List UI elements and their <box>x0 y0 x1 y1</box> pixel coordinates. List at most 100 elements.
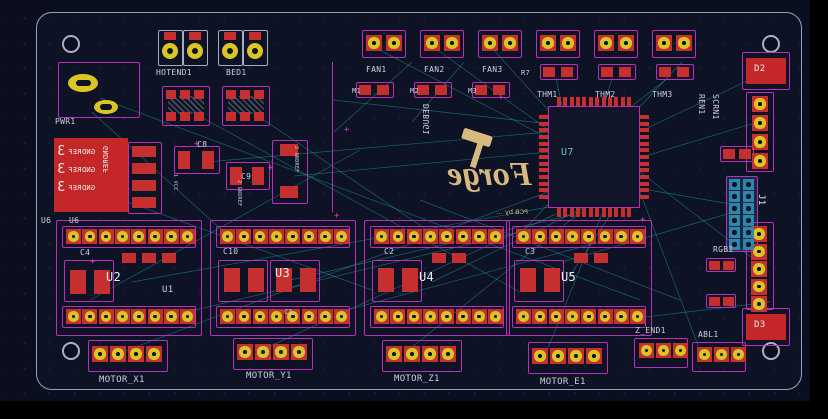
driver-module-z[interactable] <box>364 220 510 336</box>
terminal-pad[interactable] <box>187 43 203 59</box>
through-hole-pad[interactable] <box>471 309 487 324</box>
back-layer-pad[interactable] <box>729 203 740 214</box>
through-hole-pad[interactable] <box>424 35 440 51</box>
smd-pad[interactable] <box>432 253 446 263</box>
back-layer-pad[interactable] <box>743 203 754 214</box>
through-hole-pad[interactable] <box>673 343 688 358</box>
bulk-cap[interactable] <box>272 140 308 204</box>
through-hole-pad[interactable] <box>597 229 613 244</box>
through-hole-pad[interactable] <box>564 229 580 244</box>
smd-pad[interactable] <box>561 67 573 77</box>
smd-pad[interactable] <box>142 253 156 263</box>
silk-label-u5[interactable]: U5 <box>561 270 577 284</box>
header-row[interactable] <box>216 306 350 328</box>
through-hole-pad[interactable] <box>131 309 147 324</box>
through-hole-pad[interactable] <box>114 309 130 324</box>
through-hole-pad[interactable] <box>613 229 629 244</box>
silk-label-gndref[interactable]: GNDREF <box>102 146 110 174</box>
through-hole-pad[interactable] <box>540 35 556 51</box>
through-hole-pad[interactable] <box>752 115 768 131</box>
through-hole-pad[interactable] <box>406 309 422 324</box>
silk-label-gndref[interactable]: GNDREF <box>68 166 96 174</box>
header-row[interactable] <box>216 226 350 248</box>
silk-label-ren1[interactable]: REN1 <box>697 94 706 115</box>
driver-module-x[interactable] <box>56 220 202 336</box>
through-hole-pad[interactable] <box>751 226 767 242</box>
through-hole-pad[interactable] <box>180 229 196 244</box>
through-hole-pad[interactable] <box>147 229 163 244</box>
thm2-smd[interactable] <box>598 64 636 80</box>
back-layer-pad[interactable] <box>729 179 740 190</box>
through-hole-pad[interactable] <box>404 346 420 362</box>
through-hole-pad[interactable] <box>301 229 317 244</box>
screw-terminal[interactable] <box>243 30 268 66</box>
silk-label-m2[interactable]: M2 <box>410 87 420 95</box>
m1-resistor[interactable] <box>356 82 394 98</box>
silk-label-u4[interactable]: U4 <box>419 270 435 284</box>
scrn1-header[interactable] <box>746 92 774 172</box>
through-hole-pad[interactable] <box>422 309 438 324</box>
through-hole-pad[interactable] <box>255 344 271 360</box>
smd-pad[interactable] <box>166 112 176 121</box>
through-hole-pad[interactable] <box>334 229 350 244</box>
smd-pad[interactable] <box>254 90 264 99</box>
screw-terminal[interactable] <box>158 30 183 66</box>
through-hole-pad[interactable] <box>471 229 487 244</box>
through-hole-pad[interactable] <box>581 309 597 324</box>
smd-pad[interactable] <box>475 85 487 95</box>
silk-label-c8[interactable]: C8 <box>197 140 208 149</box>
through-hole-pad[interactable] <box>422 346 438 362</box>
smd-pad[interactable] <box>435 85 447 95</box>
through-hole-pad[interactable] <box>532 309 548 324</box>
smd-pad[interactable] <box>300 268 316 292</box>
through-hole-pad[interactable] <box>390 229 406 244</box>
silk-label-fan3[interactable]: FAN3 <box>482 65 503 74</box>
through-hole-pad[interactable] <box>285 229 301 244</box>
smd-pad[interactable] <box>544 268 560 292</box>
through-hole-pad[interactable] <box>236 309 252 324</box>
smd-pad[interactable] <box>166 90 176 99</box>
electrolytic-cap[interactable] <box>218 260 268 302</box>
back-layer-pad[interactable] <box>743 179 754 190</box>
smd-pad[interactable] <box>70 270 86 294</box>
through-hole-pad[interactable] <box>237 344 253 360</box>
through-hole-pad[interactable] <box>82 309 98 324</box>
through-hole-pad[interactable] <box>439 229 455 244</box>
through-hole-pad[interactable] <box>317 309 333 324</box>
silk-label-3[interactable]: 3 <box>57 144 66 159</box>
silk-label-c2[interactable]: C2 <box>384 247 395 256</box>
through-hole-pad[interactable] <box>751 278 767 295</box>
silk-label-gndref[interactable]: GNDREF <box>68 148 96 156</box>
thm1-connector[interactable] <box>536 30 580 58</box>
through-hole-pad[interactable] <box>406 229 422 244</box>
silk-label-u2[interactable]: U2 <box>106 270 122 284</box>
motor-e1-connector[interactable] <box>528 342 608 374</box>
through-hole-pad[interactable] <box>516 309 531 324</box>
silk-label-c9[interactable]: C9 <box>241 172 252 181</box>
smd-pad[interactable] <box>240 112 250 121</box>
header-row[interactable] <box>512 226 646 248</box>
u6-connector[interactable] <box>128 142 162 214</box>
through-hole-pad[interactable] <box>131 229 147 244</box>
smd-pad[interactable] <box>417 85 429 95</box>
silk-label-3[interactable]: 3 <box>57 180 66 195</box>
electrolytic-cap[interactable] <box>64 260 114 302</box>
silk-label-fan1[interactable]: FAN1 <box>366 65 387 74</box>
through-hole-pad[interactable] <box>163 229 179 244</box>
through-hole-pad[interactable] <box>98 309 114 324</box>
through-hole-pad[interactable] <box>752 96 768 112</box>
through-hole-pad[interactable] <box>390 309 406 324</box>
smd-pad[interactable] <box>723 261 734 270</box>
silk-label-hotend1[interactable]: HOTEND1 <box>156 68 192 77</box>
silk-label-pwr1[interactable]: PWR1 <box>55 117 76 126</box>
through-hole-pad[interactable] <box>92 346 108 362</box>
smd-pad[interactable] <box>178 151 190 169</box>
thm1-smd[interactable] <box>540 64 578 80</box>
through-hole-pad[interactable] <box>502 35 518 51</box>
smd-pad[interactable] <box>709 261 720 270</box>
header-row[interactable] <box>370 306 504 328</box>
through-hole-pad[interactable] <box>146 346 162 362</box>
smd-pad[interactable] <box>359 85 371 95</box>
through-hole-pad[interactable] <box>455 309 471 324</box>
